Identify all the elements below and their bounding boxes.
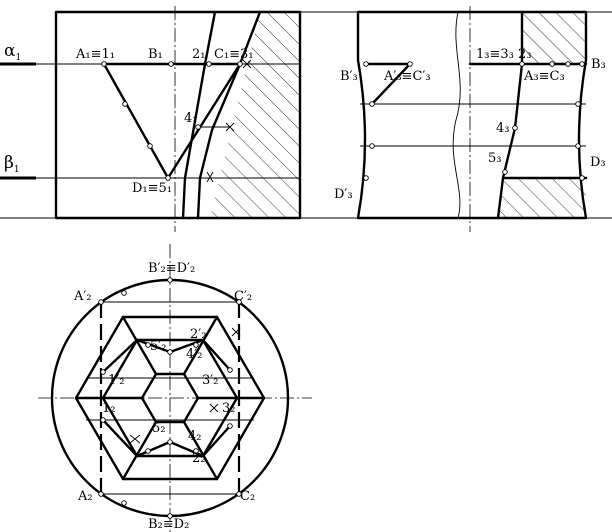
label-Cp2: C′₂ — [234, 289, 252, 304]
label-5-2: 5₂ — [152, 421, 165, 436]
side-view-outline-right — [468, 10, 588, 220]
section-triangle — [102, 62, 242, 180]
label-C1: C₁≡3₁ — [214, 47, 254, 62]
section-contour-lower — [101, 418, 232, 458]
label-1-3: 1₃≡3₃ — [476, 47, 514, 62]
label-5p2: 5′₂ — [150, 339, 166, 354]
label-Bp3: B′₃ — [340, 69, 358, 84]
top-view-points — [98, 277, 242, 519]
front-view-cross-marks — [206, 59, 252, 183]
label-2-3: 2₃ — [518, 47, 531, 62]
side-view-hatched-top — [522, 12, 586, 64]
front-view: α1 β1 A₁≡1₁ B₁ 2₁ C₁≡3₁ 4₁ D₁≡5₁ — [0, 6, 612, 232]
side-section-left-contour — [370, 62, 412, 106]
label-3-2: 3₂ — [222, 401, 235, 416]
label-1p2: 1′₂ — [108, 373, 124, 388]
label-B3: B₃ — [591, 57, 606, 72]
top-view-cross-marks — [129, 327, 241, 444]
hexagon-corner-edges — [74, 315, 266, 481]
label-A3C3: A₃≡C₃ — [523, 69, 565, 84]
label-Ap2: A′₂ — [73, 289, 92, 304]
side-view-points — [363, 61, 585, 181]
top-view: B′₂≡D′₂ A′₂ C′₂ 5′₂ 2′₂ 4′₂ 1′₂ 3′₂ 1₂ 3… — [38, 244, 312, 532]
prism-edge-inner — [196, 10, 262, 220]
label-1-2: 1₂ — [102, 401, 115, 416]
label-C2: C₂ — [240, 489, 255, 504]
label-D3: D₃ — [590, 155, 606, 170]
label-4-1: 4₁ — [184, 111, 197, 126]
label-B1: B₁ — [148, 47, 163, 62]
label-4-2: 4₂ — [188, 429, 201, 444]
label-2-1: 2₁ — [192, 47, 205, 62]
break-line — [452, 11, 461, 219]
label-A2: A₂ — [77, 489, 93, 504]
label-A1: A₁≡1₁ — [75, 47, 115, 62]
label-4-3: 4₃ — [496, 121, 509, 136]
front-view-hatched-section — [210, 12, 300, 218]
label-4p2: 4′₂ — [186, 347, 202, 362]
label-2p2: 2′₂ — [190, 327, 206, 342]
side-view-outline-left — [356, 10, 472, 220]
label-BD2: B₂≡D₂ — [148, 517, 189, 532]
label-BpDp2: B′₂≡D′₂ — [148, 261, 195, 276]
front-view-points — [101, 61, 243, 181]
label-beta: β1 — [4, 153, 20, 175]
label-alpha: α1 — [4, 41, 21, 63]
top-view-thin-lines — [86, 301, 254, 495]
prism-edge-outer — [181, 10, 217, 220]
side-view: B′₃ A′₃≡C′₃ 1₃≡3₃ 2₃ A₃≡C₃ B₃ 4₃ 5₃ D₃ D… — [334, 6, 606, 232]
label-3p2: 3′₂ — [202, 373, 218, 388]
label-D1: D₁≡5₁ — [132, 181, 172, 196]
side-view-hatched-bottom — [498, 178, 586, 218]
label-2-2: 2₂ — [192, 451, 205, 466]
label-ApC3: A′₃≡C′₃ — [383, 69, 431, 84]
label-5-3: 5₃ — [488, 151, 501, 166]
label-Dp3: D′₃ — [334, 187, 353, 202]
